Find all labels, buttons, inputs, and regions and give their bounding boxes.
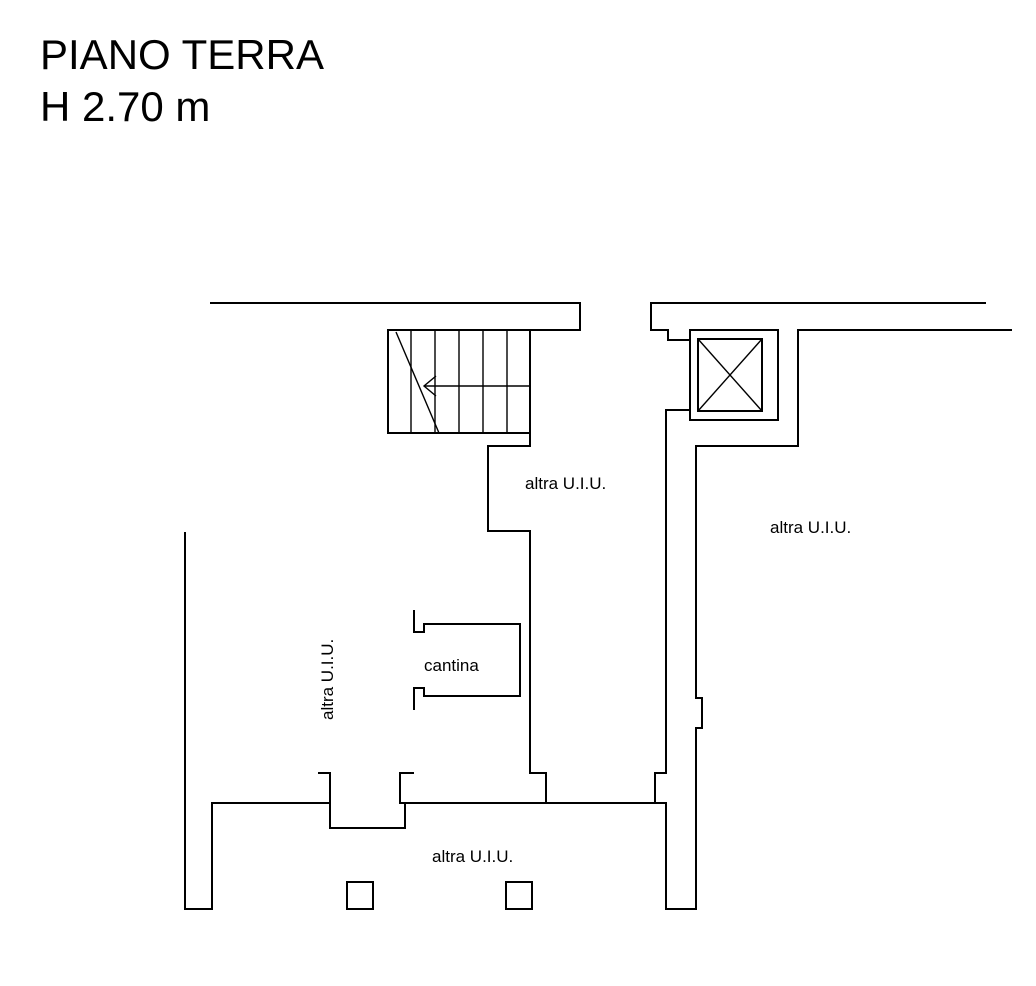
- lift-shaft-icon: [689, 329, 779, 421]
- staircase-icon: [387, 329, 531, 434]
- wall-top-right-outer: [655, 329, 1012, 910]
- floor-height: H 2.70 m: [40, 83, 211, 130]
- entrance-step: [318, 772, 414, 829]
- cellar-wall: [413, 610, 521, 710]
- pillar-right: [505, 881, 533, 910]
- wall-corridor-left: [487, 409, 690, 804]
- wall-top-left: [210, 302, 581, 331]
- wall-top-right: [650, 302, 986, 341]
- wall-left: [184, 532, 330, 910]
- floor-title: PIANO TERRA: [40, 31, 324, 78]
- room-label-bottom: altra U.I.U.: [432, 847, 513, 866]
- room-label-right: altra U.I.U.: [770, 518, 851, 537]
- room-label-left: altra U.I.U.: [318, 639, 337, 720]
- room-label-upper-center: altra U.I.U.: [525, 474, 606, 493]
- pillar-left: [346, 881, 374, 910]
- room-label-cellar: cantina: [424, 656, 479, 675]
